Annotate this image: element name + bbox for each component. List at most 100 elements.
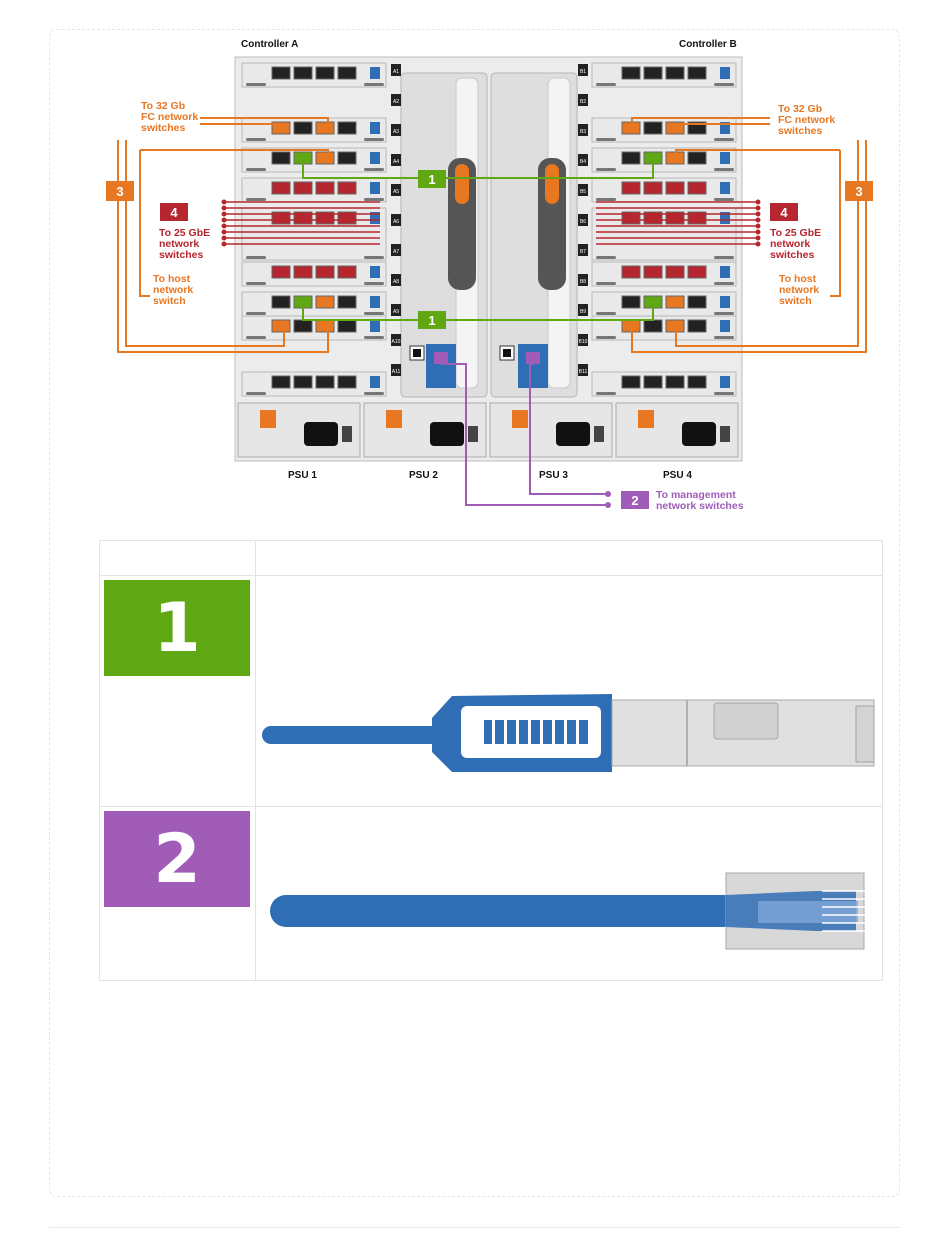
- port[interactable]: [687, 151, 707, 165]
- power-inlet[interactable]: [430, 422, 464, 446]
- port[interactable]: [621, 66, 641, 80]
- legend-row-2: 2: [99, 806, 883, 981]
- power-inlet[interactable]: [304, 422, 338, 446]
- slot-label: A9: [393, 309, 399, 315]
- port[interactable]: [293, 319, 313, 333]
- port[interactable]: [337, 265, 357, 279]
- port[interactable]: [687, 319, 707, 333]
- io-module: [591, 371, 737, 397]
- slot-label: A1: [393, 69, 399, 75]
- port[interactable]: [665, 181, 685, 195]
- port[interactable]: [687, 295, 707, 309]
- port[interactable]: [271, 375, 291, 389]
- port[interactable]: [293, 375, 313, 389]
- io-module: [591, 62, 737, 88]
- port[interactable]: [271, 181, 291, 195]
- port[interactable]: [315, 181, 335, 195]
- port[interactable]: [621, 211, 641, 225]
- slot-label: A10: [392, 339, 401, 345]
- port[interactable]: [665, 375, 685, 389]
- port[interactable]: [337, 375, 357, 389]
- port[interactable]: [271, 211, 291, 225]
- port[interactable]: [337, 211, 357, 225]
- port[interactable]: [271, 265, 291, 279]
- port[interactable]: [687, 211, 707, 225]
- port[interactable]: [315, 211, 335, 225]
- port[interactable]: [643, 66, 663, 80]
- cable: [140, 149, 329, 160]
- psu-3-label: PSU 3: [539, 470, 568, 481]
- rj45-cable-icon: [270, 872, 866, 950]
- port[interactable]: [315, 295, 335, 309]
- port[interactable]: [293, 181, 313, 195]
- port[interactable]: [665, 265, 685, 279]
- port[interactable]: [643, 265, 663, 279]
- slot-label: B5: [580, 189, 586, 195]
- badge-3-left: 3: [106, 181, 134, 201]
- port[interactable]: [665, 295, 685, 309]
- port[interactable]: [337, 121, 357, 135]
- port[interactable]: [621, 181, 641, 195]
- port[interactable]: [687, 66, 707, 80]
- port[interactable]: [315, 375, 335, 389]
- badge-4-right: 4: [770, 203, 798, 221]
- legend-number-2: 2: [104, 811, 250, 907]
- port[interactable]: [621, 295, 641, 309]
- cable: [302, 160, 654, 179]
- port[interactable]: [337, 181, 357, 195]
- mgmt-port-b[interactable]: [526, 352, 540, 364]
- io-module: [241, 207, 387, 261]
- port[interactable]: [621, 151, 641, 165]
- port[interactable]: [621, 265, 641, 279]
- cable: [675, 149, 840, 160]
- cable: [529, 363, 608, 495]
- port[interactable]: [687, 375, 707, 389]
- port[interactable]: [271, 151, 291, 165]
- port[interactable]: [643, 375, 663, 389]
- port[interactable]: [293, 265, 313, 279]
- cable: [631, 140, 867, 353]
- port[interactable]: [293, 66, 313, 80]
- port[interactable]: [293, 211, 313, 225]
- port[interactable]: [337, 66, 357, 80]
- port[interactable]: [665, 66, 685, 80]
- port[interactable]: [687, 265, 707, 279]
- slot-label: B1: [580, 69, 586, 75]
- io-module: [241, 177, 387, 203]
- cable: [830, 150, 841, 297]
- mgmt-port-a[interactable]: [434, 352, 448, 364]
- cable: [200, 117, 329, 130]
- badge-3-right: 3: [845, 181, 873, 201]
- psu-2-label: PSU 2: [409, 470, 438, 481]
- power-inlet[interactable]: [556, 422, 590, 446]
- cable: [117, 140, 329, 353]
- port[interactable]: [665, 211, 685, 225]
- port[interactable]: [315, 151, 335, 165]
- port[interactable]: [271, 319, 291, 333]
- power-inlet[interactable]: [682, 422, 716, 446]
- port[interactable]: [315, 121, 335, 135]
- port[interactable]: [687, 181, 707, 195]
- port[interactable]: [337, 151, 357, 165]
- slot-label: B11: [579, 369, 588, 375]
- cable: [631, 117, 770, 130]
- port[interactable]: [643, 181, 663, 195]
- port[interactable]: [337, 319, 357, 333]
- slot-label: B6: [580, 219, 586, 225]
- port[interactable]: [315, 66, 335, 80]
- port[interactable]: [643, 319, 663, 333]
- port[interactable]: [621, 375, 641, 389]
- port[interactable]: [271, 66, 291, 80]
- port[interactable]: [315, 265, 335, 279]
- slot-label: B8: [580, 279, 586, 285]
- fc-switches-callout-left: To 32 Gb FC network switches: [141, 100, 199, 134]
- host-switch-callout-left: To host network switch: [153, 273, 194, 307]
- port[interactable]: [337, 295, 357, 309]
- badge-4-left: 4: [160, 203, 188, 221]
- port[interactable]: [643, 121, 663, 135]
- port[interactable]: [315, 319, 335, 333]
- port[interactable]: [271, 295, 291, 309]
- port[interactable]: [293, 121, 313, 135]
- mgmt-switches-callout: To management network switches: [656, 489, 744, 512]
- port[interactable]: [643, 211, 663, 225]
